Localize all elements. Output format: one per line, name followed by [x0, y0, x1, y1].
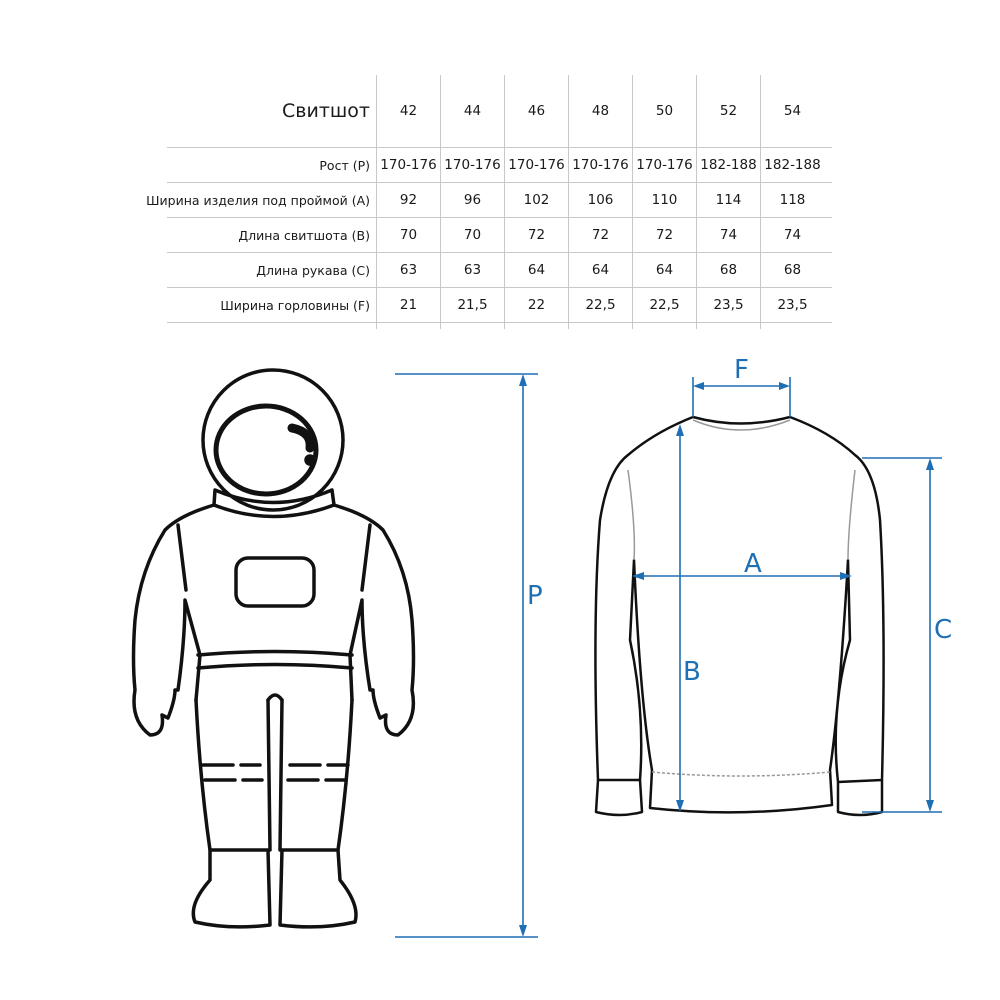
table-cell: 114 [696, 183, 760, 217]
table-column-stubs [376, 319, 824, 329]
table-cell: 21 [376, 288, 440, 322]
table-cell: 23,5 [696, 288, 760, 322]
table-cell: 72 [568, 218, 632, 252]
table-cell: 72 [632, 218, 696, 252]
table-cell: 64 [568, 253, 632, 287]
size-header: 44 [440, 75, 504, 147]
table-cell: 22,5 [568, 288, 632, 322]
dimension-label-p: P [527, 581, 543, 611]
size-header: 52 [696, 75, 760, 147]
table-cell: 64 [632, 253, 696, 287]
size-header: 50 [632, 75, 696, 147]
dimension-label-b: B [683, 657, 701, 687]
size-header: 54 [760, 75, 824, 147]
table-header-row: Свитшот 42 44 46 48 50 52 54 [167, 75, 832, 148]
table-cell: 92 [376, 183, 440, 217]
table-cell: 64 [504, 253, 568, 287]
table-cell: 170-176 [504, 148, 568, 182]
table-cell: 170-176 [440, 148, 504, 182]
row-label: Ширина горловины (F) [220, 297, 370, 313]
table-cell: 63 [376, 253, 440, 287]
table-cell: 106 [568, 183, 632, 217]
sweatshirt-figure [594, 415, 885, 817]
table-cell: 70 [376, 218, 440, 252]
size-header: 46 [504, 75, 568, 147]
table-cell: 182-188 [760, 148, 824, 182]
dimension-label-c: C [934, 615, 952, 645]
table-cell: 23,5 [760, 288, 824, 322]
table-cell: 170-176 [376, 148, 440, 182]
row-label: Рост (P) [319, 157, 370, 173]
table-cell: 170-176 [632, 148, 696, 182]
table-cell: 170-176 [568, 148, 632, 182]
table-cell: 21,5 [440, 288, 504, 322]
row-label: Ширина изделия под проймой (A) [146, 192, 370, 208]
table-cell: 110 [632, 183, 696, 217]
dimension-lines [395, 373, 942, 938]
row-label: Длина свитшота (B) [238, 227, 370, 243]
astronaut-figure [131, 368, 416, 929]
size-header: 48 [568, 75, 632, 147]
table-cell: 68 [760, 253, 824, 287]
table-cell: 102 [504, 183, 568, 217]
table-title: Свитшот [282, 100, 370, 122]
dimension-label-f: F [734, 355, 749, 385]
table-cell: 74 [760, 218, 824, 252]
table-cell: 68 [696, 253, 760, 287]
table-cell: 182-188 [696, 148, 760, 182]
table-cell: 74 [696, 218, 760, 252]
row-label: Длина рукава (C) [256, 262, 370, 278]
size-header: 42 [376, 75, 440, 147]
table-cell: 96 [440, 183, 504, 217]
table-cell: 63 [440, 253, 504, 287]
table-cell: 72 [504, 218, 568, 252]
table-cell: 22,5 [632, 288, 696, 322]
dimension-label-a: A [744, 549, 762, 579]
table-cell: 70 [440, 218, 504, 252]
size-table: Свитшот 42 44 46 48 50 52 54 Рост (P) 170… [146, 75, 832, 323]
table-cell: 118 [760, 183, 824, 217]
table-cell: 22 [504, 288, 568, 322]
